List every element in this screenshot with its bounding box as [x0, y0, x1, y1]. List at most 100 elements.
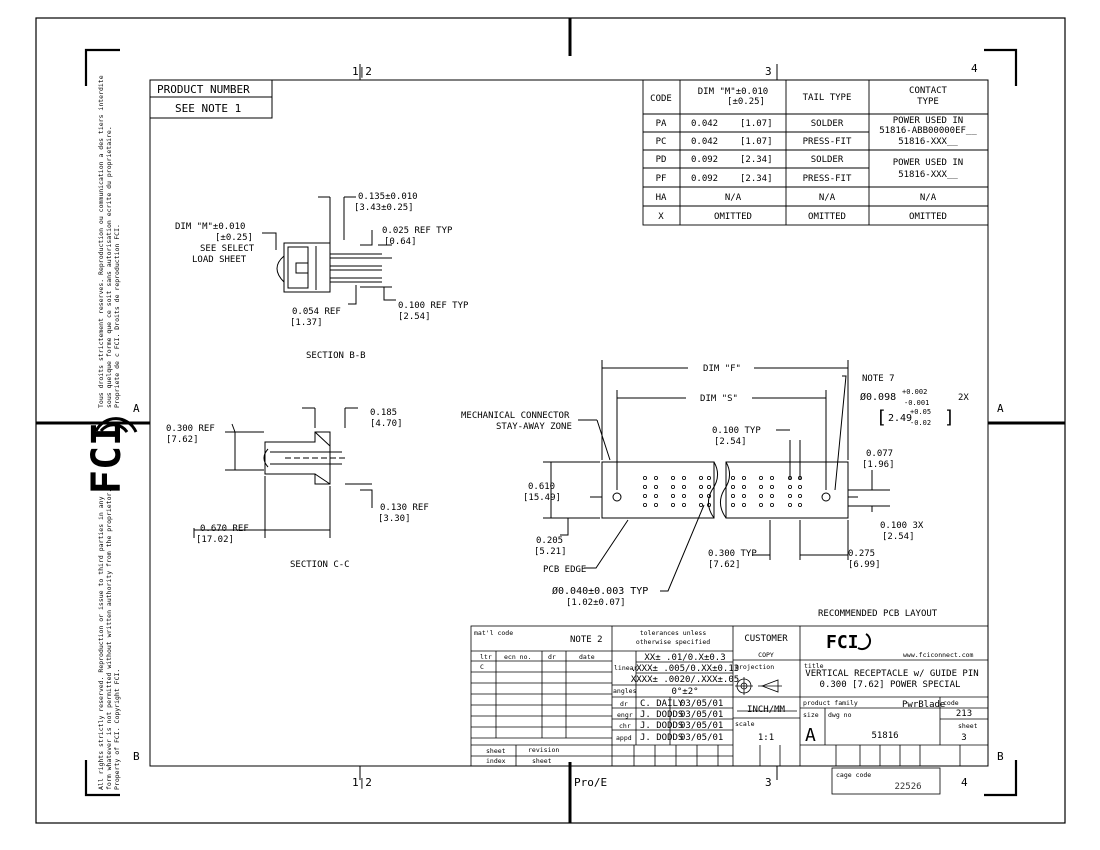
contact-type-b: POWER USED IN	[893, 158, 963, 168]
table-row-dim: 0.042	[691, 119, 718, 129]
ltr-label: ltr	[480, 653, 492, 661]
table-row-code: X	[658, 212, 664, 222]
side-text-en-3: Property of FCI. Copyright FCI.	[113, 669, 121, 790]
dim-0205: 0.205	[536, 536, 563, 546]
title-label: title	[804, 662, 824, 670]
revision-label: revision	[528, 746, 559, 754]
dim-f-label: DIM "F"	[703, 364, 741, 374]
dim-m-tol: [±0.25]	[215, 233, 253, 243]
code-header: CODE	[650, 94, 672, 104]
product-family-value: PwrBlade	[902, 700, 945, 710]
date-appd: 03/05/01	[680, 733, 723, 743]
pcb-layout-drawing	[543, 360, 890, 592]
name-chr: J. DODDS	[640, 721, 683, 731]
table-row-mm: [2.34]	[740, 155, 773, 165]
dim-0185-mm: [4.70]	[370, 419, 403, 429]
side-text-fr-3: Propriete de c FCI. Droits de reproducti…	[113, 224, 121, 408]
table-row-mm: [2.34]	[740, 174, 773, 184]
zone-label-4-bottom: 4	[961, 776, 968, 789]
table-row-tail: SOLDER	[811, 119, 844, 129]
table-row-dim: OMITTED	[714, 212, 752, 222]
ref-0054-mm: [1.37]	[290, 318, 323, 328]
bracket-right-icon: ]	[944, 407, 955, 428]
zone-label-a-left: A	[133, 402, 140, 415]
hole-count: 2X	[958, 393, 969, 403]
pcb-layout-title: RECOMMENDED PCB LAYOUT	[818, 609, 938, 619]
contact-type-a-part: 51816-ABB00000EF__	[879, 126, 977, 136]
drawing-title-2: 0.300 [7.62] POWER SPECIAL	[820, 680, 961, 690]
cage-code-value: 22526	[894, 782, 921, 792]
svg-text:FCI: FCI	[826, 632, 859, 653]
title-block	[470, 625, 989, 795]
dim-0100-3x-mm: [2.54]	[882, 532, 915, 542]
table-row-dim: 0.042	[691, 137, 718, 147]
table-row-tail: SOLDER	[811, 155, 844, 165]
sheet-label-bottom: sheet	[532, 757, 552, 765]
section-bb-drawing	[262, 196, 396, 305]
dim-0100-3x: 0.100 3X	[880, 521, 924, 531]
section-bb-title: SECTION B-B	[306, 351, 366, 361]
dr-header-label: dr	[548, 653, 556, 661]
product-family-label: product family	[803, 699, 858, 707]
contact-type-ha: N/A	[920, 193, 937, 203]
sheet-value: 3	[961, 733, 966, 743]
matl-code-label: mat'l code	[474, 629, 513, 637]
zone-label-b-left: B	[133, 750, 140, 763]
contact-type-header: TYPE	[917, 97, 939, 107]
dim-m-header-mm: [±0.25]	[727, 97, 765, 107]
ref-0670: 0.670 REF	[200, 524, 249, 534]
website-label: www.fciconnect.com	[903, 651, 974, 659]
fci-logo-small-icon: FCI	[826, 632, 872, 653]
zone-label-a-right: A	[997, 402, 1004, 415]
tol-angle: 0°±2°	[671, 687, 698, 697]
ref-0054: 0.054 REF	[292, 307, 341, 317]
dim-0610: 0.610	[528, 482, 555, 492]
hole-mm-label: 2.49	[888, 413, 912, 424]
dim-0610-mm: [15.49]	[523, 493, 561, 503]
units-label: INCH/MM	[747, 705, 786, 715]
dim-0077: 0.077	[866, 449, 893, 459]
table-row-mm: [1.07]	[740, 119, 773, 129]
revision-letter: C	[480, 663, 484, 671]
table-row-code: HA	[656, 193, 667, 203]
table-row-dim: N/A	[725, 193, 742, 203]
cage-code-label: cage code	[836, 771, 871, 779]
ref-0025: 0.025 REF TYP	[382, 226, 453, 236]
dwg-no-label: dwg no	[828, 711, 852, 719]
contact-header: CONTACT	[909, 86, 948, 96]
table-row-tail: PRESS-FIT	[803, 174, 852, 184]
size-label: size	[803, 711, 819, 719]
table-row-code: PA	[656, 119, 667, 129]
zone-label-1-2: 1|2	[352, 65, 372, 78]
zone-label-3: 3	[765, 65, 772, 78]
customer-label: CUSTOMER	[744, 634, 788, 644]
ref-0670-mm: [17.02]	[196, 535, 234, 545]
zone-label-b-right: B	[997, 750, 1004, 763]
sig-dr-label: dr	[620, 700, 628, 708]
typ-0100-mm: [2.54]	[714, 437, 747, 447]
note-2: NOTE 2	[570, 635, 603, 645]
name-appd: J. DODDS	[640, 733, 683, 743]
name-engr: J. DODDS	[640, 710, 683, 720]
product-number-title: PRODUCT NUMBER	[157, 83, 250, 96]
side-text-fr-2: sous quelque forme que ce soit sans auto…	[105, 126, 113, 408]
tol-xxxx: XXXX± .0020/.XXX±.05	[631, 675, 739, 685]
date-label: date	[579, 653, 595, 661]
code-value: 213	[956, 709, 972, 719]
table-row-code: PC	[656, 137, 667, 147]
sheet-index-label-2: index	[486, 757, 506, 765]
dim-0275-mm: [6.99]	[848, 560, 881, 570]
table-row-tail: N/A	[819, 193, 836, 203]
svg-text:FCI: FCI	[84, 422, 130, 494]
copy-label: COPY	[758, 651, 774, 659]
contact-type-a: POWER USED IN	[893, 116, 963, 126]
ref-0100: 0.100 REF TYP	[398, 301, 469, 311]
table-row-dim: 0.092	[691, 155, 718, 165]
ref-0100-mm: [2.54]	[398, 312, 431, 322]
side-text-en-2: form whatever is not permitted without w…	[105, 489, 113, 790]
section-cc-title: SECTION C-C	[290, 560, 350, 570]
date-dr: 03/05/01	[680, 699, 723, 709]
hole-dia-label: Ø0.098	[860, 391, 896, 403]
tol-xxx: .XXX± .005/0.XX±0.13	[631, 664, 739, 674]
